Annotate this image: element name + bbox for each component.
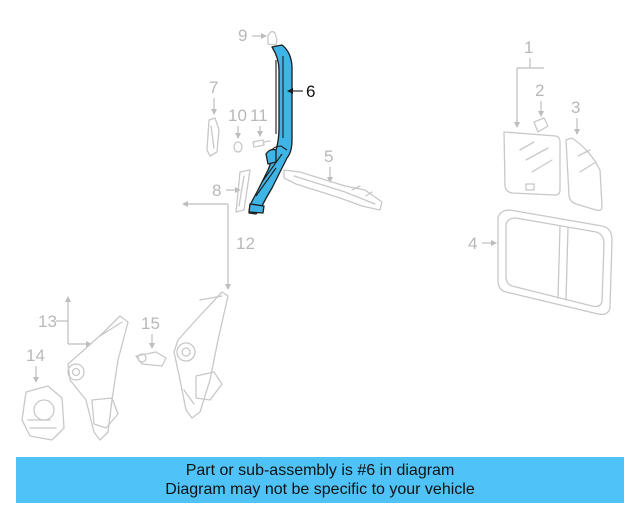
part-15-handle bbox=[135, 351, 167, 367]
callout-10: 10 bbox=[228, 106, 247, 125]
part-9-clip bbox=[267, 30, 278, 46]
callout-13: 13 bbox=[38, 312, 57, 331]
parts-diagram: 9 6 7 10 11 8 5 bbox=[21, 26, 613, 441]
part-4-window-frame bbox=[497, 209, 613, 316]
callout-1: 1 bbox=[524, 38, 533, 57]
banner-line-1: Part or sub-assembly is #6 in diagram bbox=[185, 462, 455, 479]
callout-15: 15 bbox=[141, 314, 160, 333]
part-8-trim bbox=[235, 169, 251, 213]
callout-14: 14 bbox=[26, 346, 45, 365]
part-13-window-regulator bbox=[67, 315, 129, 441]
callout-9: 9 bbox=[238, 26, 247, 45]
part-11-screw bbox=[252, 139, 271, 148]
part-7-trim bbox=[206, 117, 220, 157]
banner-line-2: Diagram may not be specific to your vehi… bbox=[165, 481, 475, 498]
callout-4: 4 bbox=[468, 234, 477, 253]
callout-12: 12 bbox=[236, 234, 255, 253]
callout-6: 6 bbox=[306, 82, 315, 101]
callout-3: 3 bbox=[571, 98, 580, 117]
part-6-pillar-trim[interactable] bbox=[248, 44, 293, 215]
callout-5: 5 bbox=[324, 147, 333, 166]
callout-8: 8 bbox=[212, 181, 221, 200]
part-14-window-motor bbox=[21, 385, 65, 441]
part-12-window-regulator bbox=[173, 291, 229, 419]
part-3-fixed-glass bbox=[565, 137, 603, 212]
info-banner: Part or sub-assembly is #6 in diagram Di… bbox=[16, 457, 624, 503]
part-10-clip bbox=[233, 141, 243, 153]
callout-7: 7 bbox=[209, 78, 218, 97]
part-5-rail bbox=[283, 169, 383, 211]
part-1-sliding-glass bbox=[503, 131, 561, 196]
callout-2: 2 bbox=[535, 81, 544, 100]
part-2-latch bbox=[533, 117, 549, 133]
callout-11: 11 bbox=[250, 106, 268, 125]
